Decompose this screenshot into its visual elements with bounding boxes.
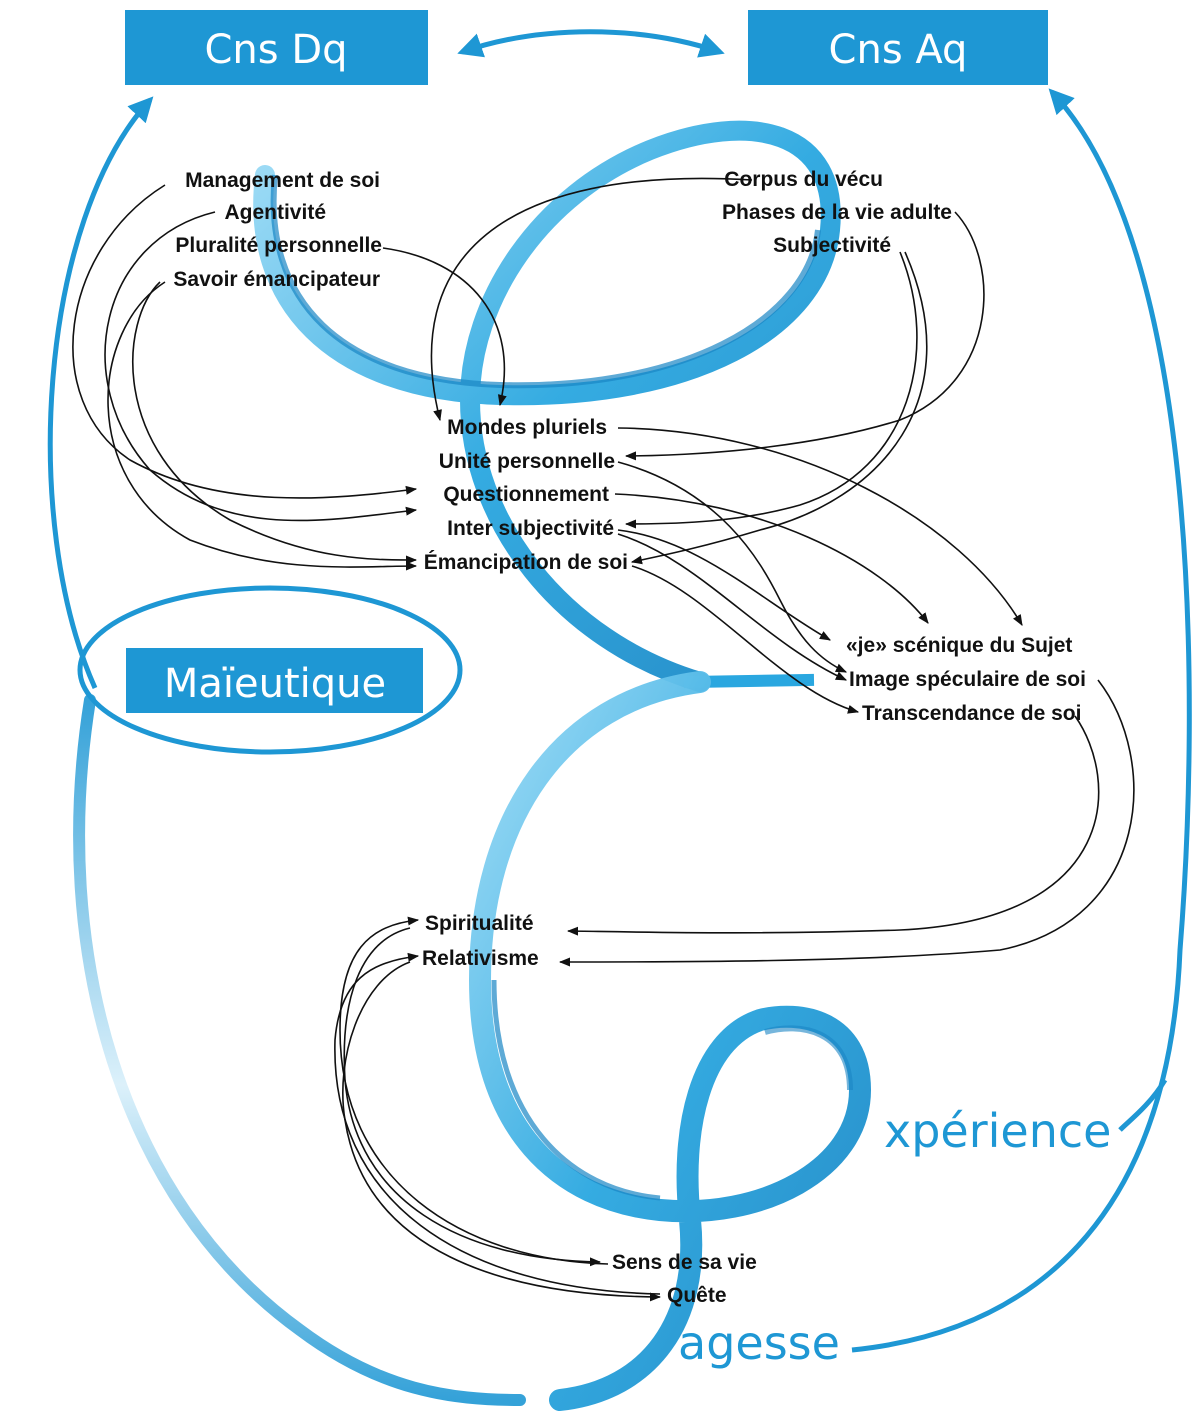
term-questionnement: Questionnement: [443, 483, 609, 506]
outer-arcs: [47, 29, 1192, 1406]
term-emancipation-de-soi: Émancipation de soi: [424, 551, 628, 574]
term-mondes-pluriels: Mondes pluriels: [447, 416, 607, 439]
sujet-term-group: «je» scénique du Sujet Image spéculaire …: [846, 634, 1086, 725]
term-quete: Quête: [667, 1284, 727, 1307]
term-inter-subjectivite: Inter subjectivité: [447, 517, 614, 540]
experience-word: xpérience: [884, 1104, 1111, 1158]
term-sens-de-sa-vie: Sens de sa vie: [612, 1251, 757, 1274]
center-term-group: Mondes pluriels Unité personnelle Questi…: [424, 416, 628, 574]
box-maieutique: Maïeutique: [126, 648, 423, 713]
left-term-group: Management de soi Agentivité Pluralité p…: [173, 169, 382, 291]
term-pluralite-personnelle: Pluralité personnelle: [175, 234, 382, 257]
term-transcendance-de-soi: Transcendance de soi: [862, 702, 1081, 725]
ribbon-shape: [253, 120, 872, 1411]
sens-term-group: Sens de sa vie Quête: [612, 1251, 757, 1307]
maieutique-label: Maïeutique: [164, 661, 386, 707]
term-image-speculaire: Image spéculaire de soi: [849, 668, 1086, 691]
term-phases-vie-adulte: Phases de la vie adulte: [722, 201, 952, 224]
term-unite-personnelle: Unité personnelle: [439, 450, 615, 473]
term-spiritualite: Spiritualité: [425, 912, 534, 935]
sagesse-word: agesse: [678, 1316, 840, 1370]
cns-dq-label: Cns Dq: [204, 27, 347, 73]
term-corpus-du-vecu: Corpus du vécu: [724, 168, 883, 191]
right-term-group: Corpus du vécu Phases de la vie adulte S…: [722, 168, 952, 257]
term-savoir-emancipateur: Savoir émancipateur: [173, 268, 380, 291]
maieutique-oval: [77, 585, 463, 755]
box-cns-aq: Cns Aq: [748, 10, 1048, 85]
cns-aq-label: Cns Aq: [829, 27, 968, 73]
term-je-scenique: «je» scénique du Sujet: [846, 634, 1072, 657]
connector-arrows: [72, 177, 1135, 1302]
term-relativisme: Relativisme: [422, 947, 539, 970]
term-agentivite: Agentivité: [224, 201, 326, 224]
term-subjectivite: Subjectivité: [773, 234, 891, 257]
box-cns-dq: Cns Dq: [125, 10, 428, 85]
term-management-de-soi: Management de soi: [185, 169, 380, 192]
spirit-term-group: Spiritualité Relativisme: [422, 912, 539, 970]
